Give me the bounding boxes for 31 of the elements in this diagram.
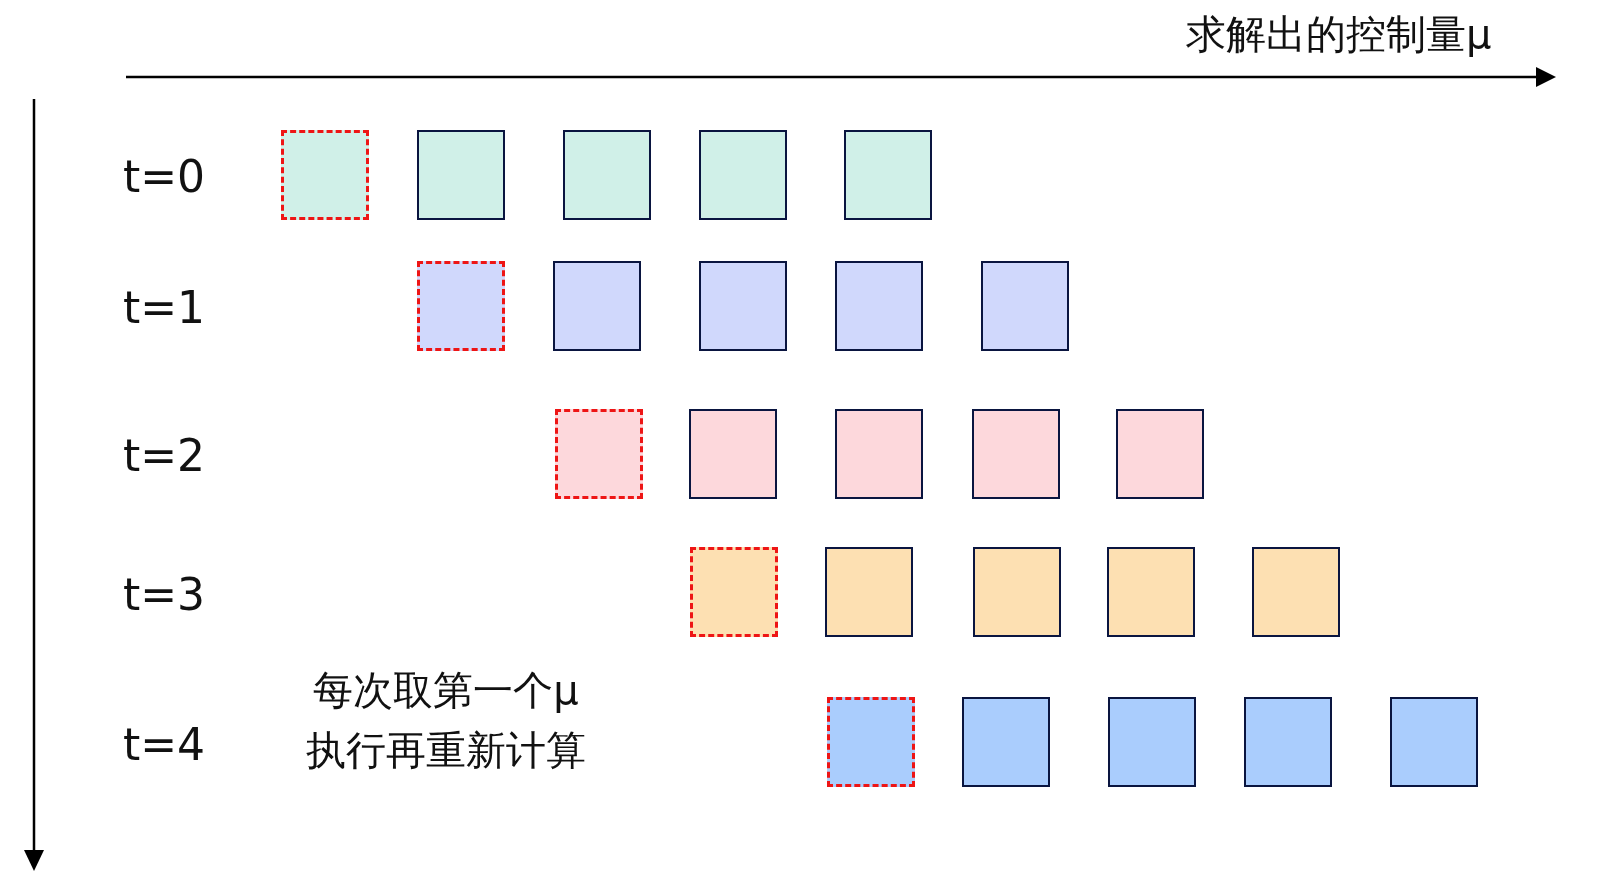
square (563, 130, 651, 220)
square (972, 409, 1060, 499)
row-label: t=2 (123, 434, 206, 478)
square (689, 409, 777, 499)
square (825, 547, 913, 637)
dashed-square (555, 409, 643, 499)
square (553, 261, 641, 351)
row-label: t=4 (123, 723, 206, 767)
square (1252, 547, 1340, 637)
square (699, 261, 787, 351)
square (962, 697, 1050, 787)
dashed-square (827, 697, 915, 787)
square (699, 130, 787, 220)
square (1108, 697, 1196, 787)
square (417, 130, 505, 220)
row-label: t=3 (123, 573, 206, 617)
square (981, 261, 1069, 351)
note-text: 每次取第一个μ执行再重新计算 (305, 666, 587, 775)
square (1107, 547, 1195, 637)
square (973, 547, 1061, 637)
dashed-square (281, 130, 369, 220)
square (835, 409, 923, 499)
square (1390, 697, 1478, 787)
dashed-square (417, 261, 505, 351)
row-label: t=0 (123, 155, 206, 199)
dashed-square (690, 547, 778, 637)
row-label: t=1 (123, 286, 206, 330)
square (1116, 409, 1204, 499)
square (844, 130, 932, 220)
square (1244, 697, 1332, 787)
square (835, 261, 923, 351)
